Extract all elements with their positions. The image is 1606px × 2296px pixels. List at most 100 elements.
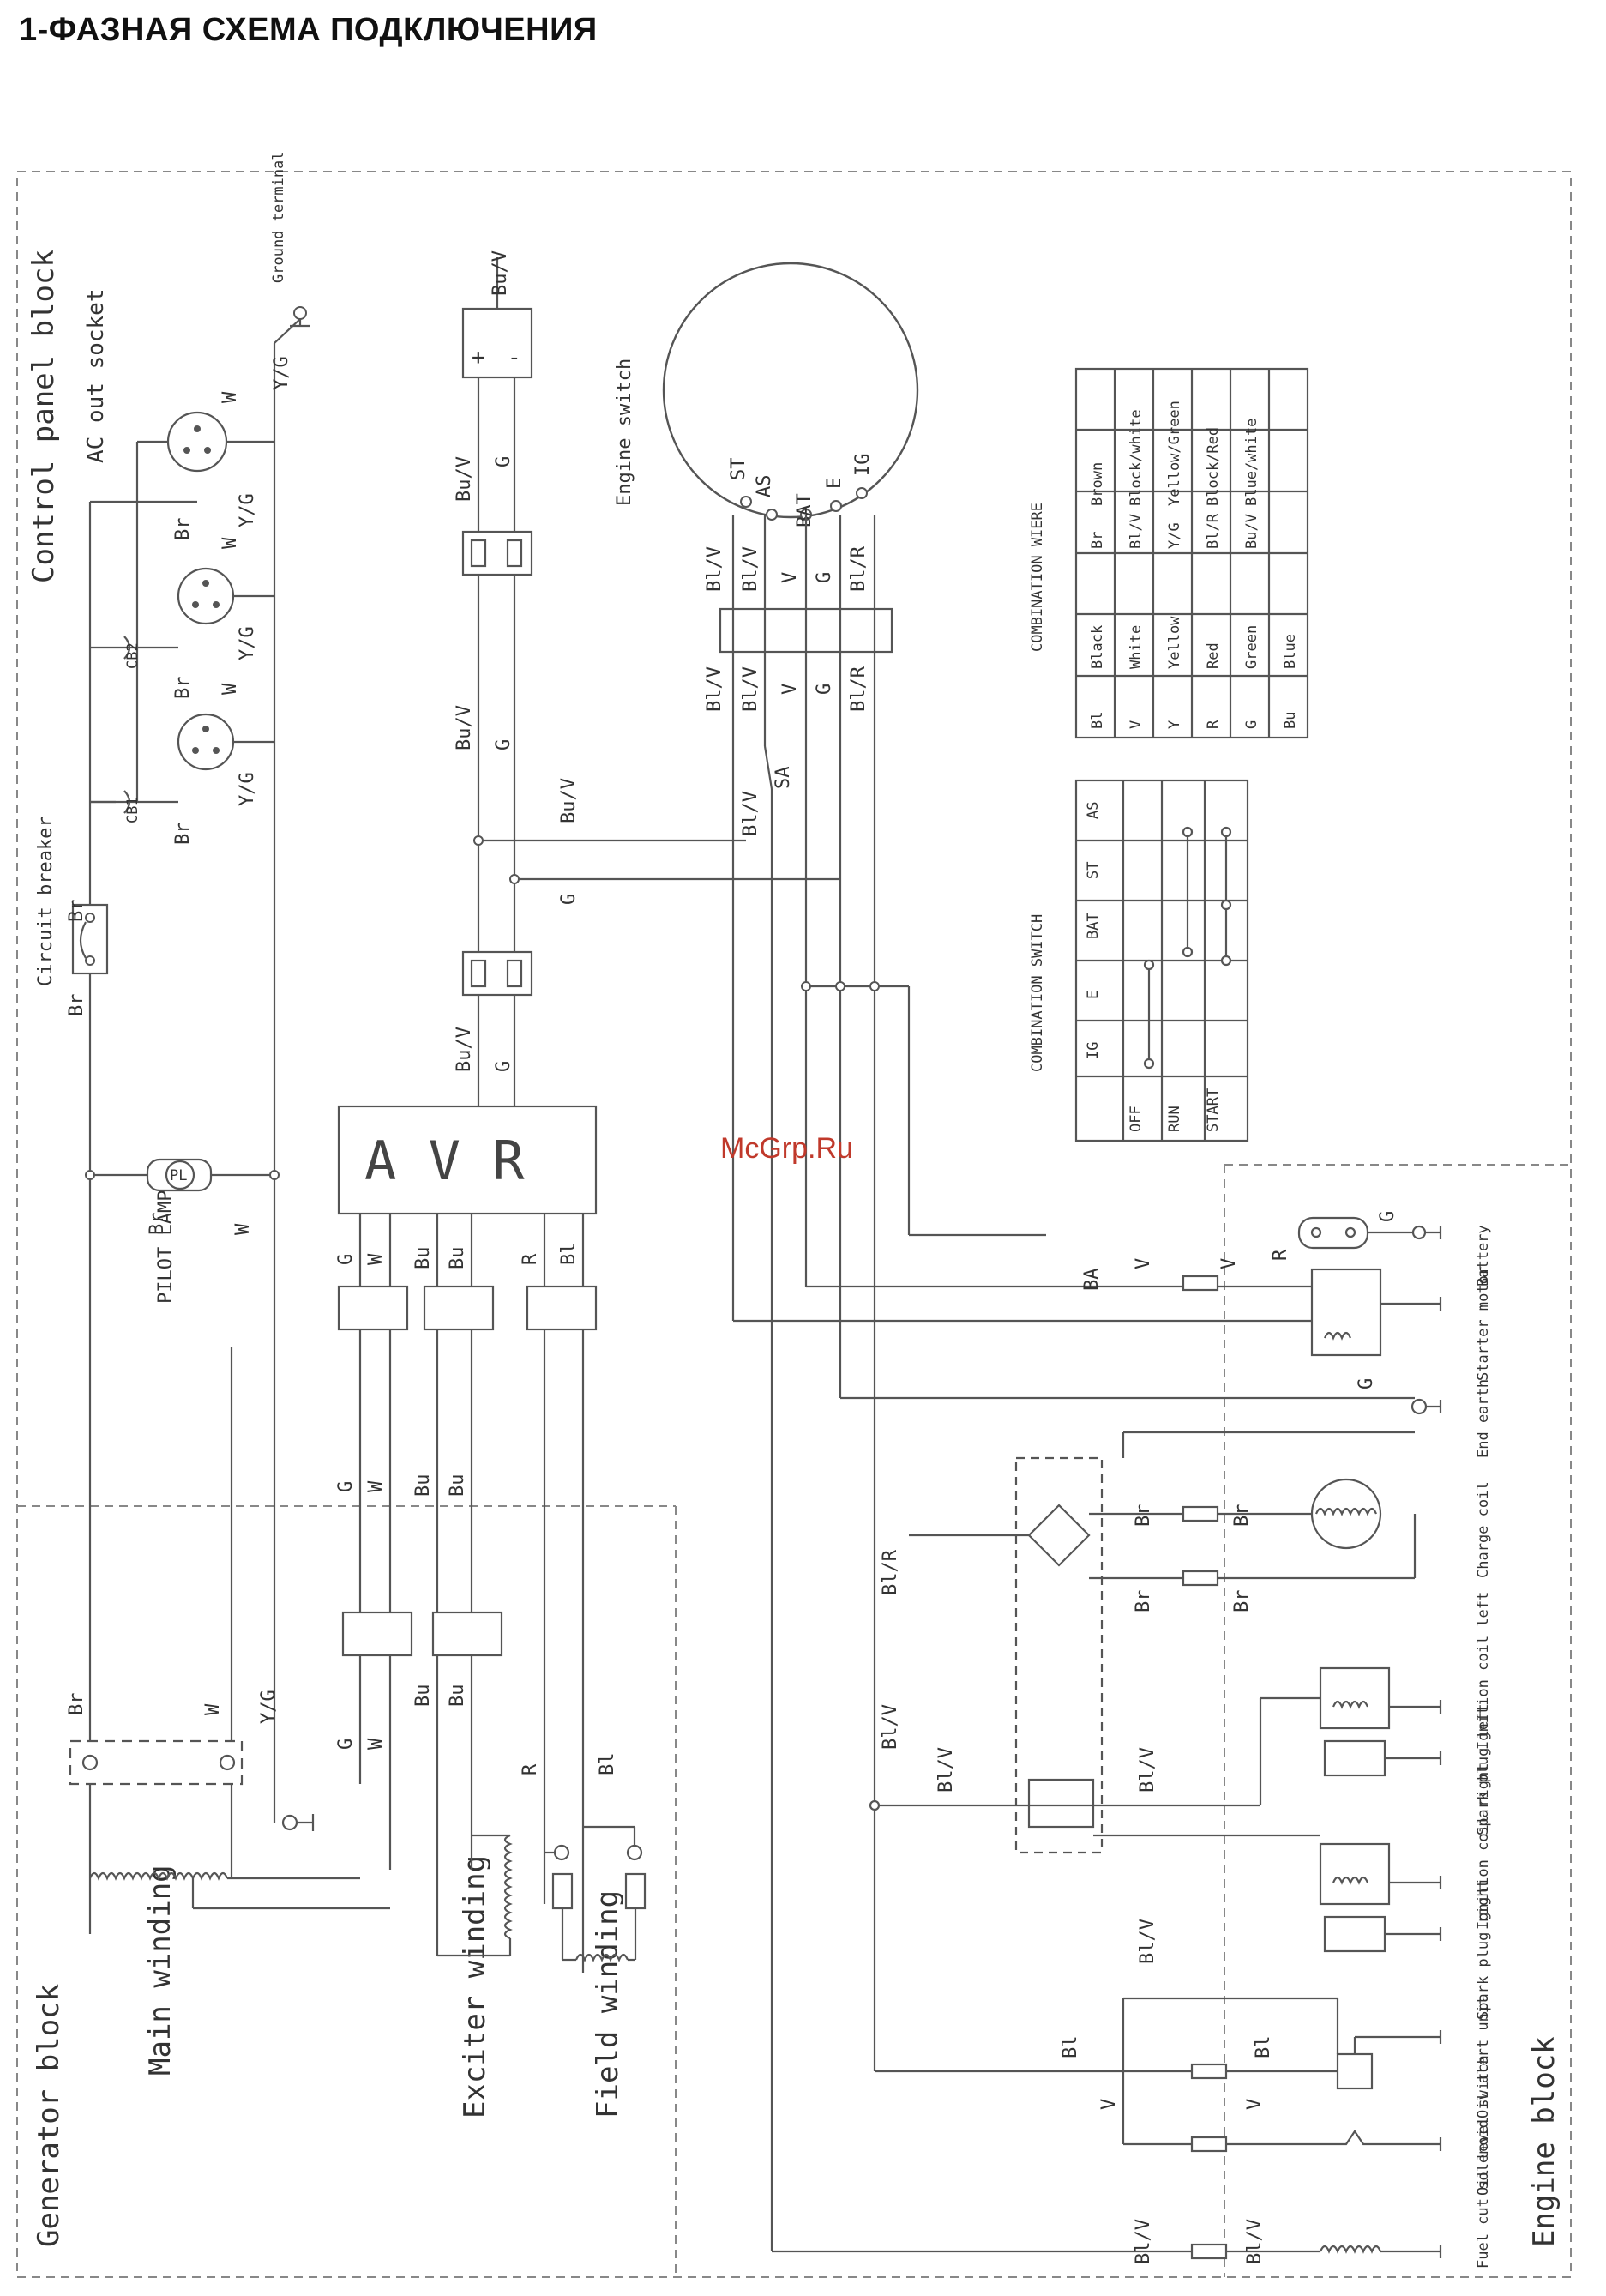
svg-text:Bu: Bu (447, 1684, 468, 1708)
svg-text:Br: Br (1089, 532, 1106, 549)
avr-connectors (337, 1285, 598, 1657)
engine-block-label: Engine block (1527, 2036, 1561, 2247)
exciter-winding-label: Exciter winding (458, 1855, 492, 2118)
svg-text:Bu: Bu (1282, 712, 1299, 729)
svg-text:White: White (1128, 625, 1145, 669)
charge-coil-label: Charge coil (1475, 1481, 1492, 1578)
svg-text:Bl: Bl (1253, 2036, 1274, 2059)
svg-text:Bl: Bl (597, 1753, 618, 1776)
svg-text:RUN: RUN (1166, 1106, 1183, 1132)
generator-block-label: Generator block (32, 1984, 66, 2247)
starter-motor-label: Starter motor (1475, 1267, 1492, 1381)
svg-text:R: R (520, 1763, 541, 1775)
svg-text:Bl: Bl (558, 1243, 580, 1266)
svg-text:Green: Green (1243, 625, 1260, 669)
svg-text:Bl/V: Bl/V (935, 1747, 957, 1793)
exciter-winding-symbol (436, 1784, 513, 1957)
spark-plug-right-label: Spark plug right (1475, 1879, 1492, 2020)
svg-text:Br: Br (1133, 1504, 1154, 1528)
end-earth-symbol (1411, 1398, 1428, 1415)
svg-text:E: E (824, 478, 845, 489)
svg-text:IG: IG (852, 454, 874, 477)
svg-text:W: W (365, 1480, 387, 1492)
svg-text:Br: Br (66, 994, 87, 1017)
page-title: 1-ФАЗНАЯ СХЕМА ПОДКЛЮЧЕНИЯ (19, 12, 598, 48)
svg-text:W: W (220, 391, 241, 403)
svg-text:R: R (520, 1253, 541, 1265)
svg-text:Bl/V: Bl/V (1244, 2219, 1266, 2264)
svg-text:W: W (365, 1253, 387, 1265)
svg-text:SA: SA (773, 767, 794, 790)
battery-symbol (1297, 1216, 1441, 1250)
svg-text:Bl/V: Bl/V (1128, 514, 1145, 549)
oil-alert-unit-label: Oil alert unit (1475, 1996, 1492, 2118)
svg-text:V: V (1133, 1258, 1154, 1269)
svg-text:START: START (1205, 1088, 1222, 1132)
ac-socket-2 (177, 567, 235, 625)
svg-text:G: G (1356, 1378, 1377, 1389)
svg-text:Br: Br (66, 1693, 87, 1716)
svg-text:V: V (1098, 2099, 1120, 2110)
ignition-coil-left-symbol (1319, 1666, 1441, 1730)
svg-text:Br: Br (1133, 1590, 1154, 1613)
ground-terminal-label: Ground terminal (270, 151, 287, 283)
svg-text:Bl/R: Bl/R (848, 666, 869, 712)
ac-socket-label: AC out socket (83, 289, 109, 464)
svg-text:Blue: Blue (1282, 634, 1299, 669)
color-table-title: COMBINATION WIERE (1029, 503, 1046, 652)
svg-text:Block/Red: Block/Red (1205, 427, 1222, 506)
svg-text:Br: Br (172, 518, 194, 541)
svg-text:AS: AS (754, 475, 775, 498)
watermark: McGrp.Ru (720, 1132, 853, 1165)
svg-text:R: R (1270, 1249, 1291, 1261)
svg-text:Red: Red (1205, 642, 1222, 669)
pilot-lamp-label: PILOT LAMP (155, 1190, 177, 1304)
color-table (1074, 367, 1309, 739)
cb2-label: CB2 (124, 642, 141, 669)
svg-text:ST: ST (728, 458, 749, 481)
svg-text:Bu/V: Bu/V (558, 778, 580, 823)
svg-text:Bl/V: Bl/V (704, 546, 725, 592)
main-winding-symbol (69, 1739, 390, 1910)
svg-text:G: G (493, 1061, 514, 1072)
svg-text:Bl: Bl (1089, 712, 1106, 729)
svg-text:OFF: OFF (1128, 1106, 1145, 1132)
svg-text:Bl/R: Bl/R (848, 545, 869, 592)
svg-text:Br: Br (172, 823, 194, 846)
svg-text:V: V (1128, 720, 1145, 729)
svg-text:Y/G: Y/G (271, 356, 292, 390)
svg-text:-: - (508, 345, 521, 371)
svg-text:G: G (335, 1739, 357, 1750)
svg-text:G: G (493, 456, 514, 467)
control-panel-block-label: Control panel block (27, 250, 61, 583)
svg-text:Bl/R: Bl/R (1205, 513, 1222, 549)
svg-text:PL: PL (170, 1167, 187, 1184)
svg-text:Yellow/Green: Yellow/Green (1166, 401, 1183, 506)
switch-table-title: COMBINATION SWITCH (1029, 914, 1046, 1072)
svg-text:Bu/V: Bu/V (490, 250, 511, 296)
spark-plug-left-symbol (1323, 1739, 1441, 1777)
svg-text:Y/G: Y/G (237, 626, 258, 660)
svg-text:V: V (1244, 2099, 1266, 2110)
svg-text:A V R: A V R (364, 1130, 525, 1192)
svg-text:Bl: Bl (1060, 2036, 1081, 2059)
svg-text:Y: Y (1166, 720, 1183, 729)
svg-text:Bu: Bu (412, 1247, 434, 1270)
svg-text:W: W (232, 1223, 254, 1235)
field-winding-symbol (544, 1825, 647, 1962)
svg-text:Y/G: Y/G (258, 1690, 280, 1724)
field-winding-label: Field winding (591, 1890, 625, 2118)
ignition-coil-right-symbol (1319, 1842, 1441, 1906)
svg-text:G: G (335, 1481, 357, 1492)
battery-label: Battery (1475, 1225, 1492, 1287)
svg-text:V: V (779, 684, 801, 695)
ignition-coil-left-label: Ignition coil left (1475, 1592, 1492, 1750)
svg-text:BA: BA (1081, 1269, 1103, 1292)
svg-text:BAT: BAT (794, 493, 815, 527)
svg-text:AS: AS (1085, 802, 1102, 819)
svg-text:Brown: Brown (1089, 462, 1106, 506)
ground-symbol-generator (281, 1814, 315, 1831)
svg-text:V: V (1218, 1258, 1240, 1269)
svg-text:Bl/V: Bl/V (740, 791, 761, 836)
circuit-breaker-label: Circuit breaker (35, 816, 57, 986)
